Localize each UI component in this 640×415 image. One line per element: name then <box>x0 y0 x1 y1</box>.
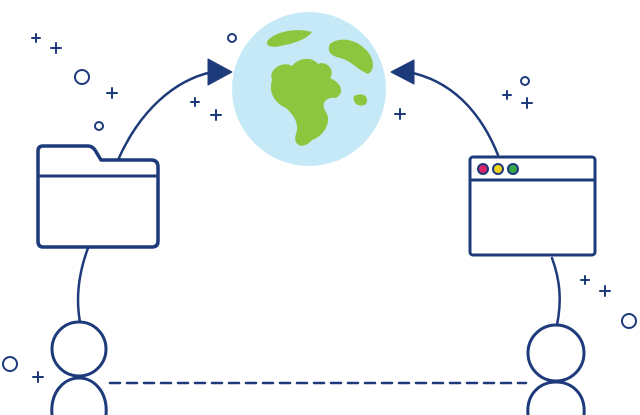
browser-window-icon <box>468 155 597 257</box>
left-person-to-folder-line <box>76 246 90 324</box>
folder-icon <box>36 144 160 249</box>
browser-dot-green <box>507 163 519 175</box>
folder-to-globe-curve <box>116 70 214 162</box>
sparkle-plus-icons <box>31 33 611 383</box>
person-icon <box>526 323 586 415</box>
sparkle-circle-icons <box>2 33 637 372</box>
person-icon <box>50 320 108 415</box>
browser-dot-yellow <box>492 163 504 175</box>
right-person-to-browser-line <box>550 256 561 327</box>
globe-icon <box>232 12 386 166</box>
browser-to-globe-curve <box>406 70 500 157</box>
arrow-left-icon <box>390 59 415 85</box>
browser-dot-red <box>477 163 489 175</box>
arrow-right-icon <box>207 58 233 86</box>
